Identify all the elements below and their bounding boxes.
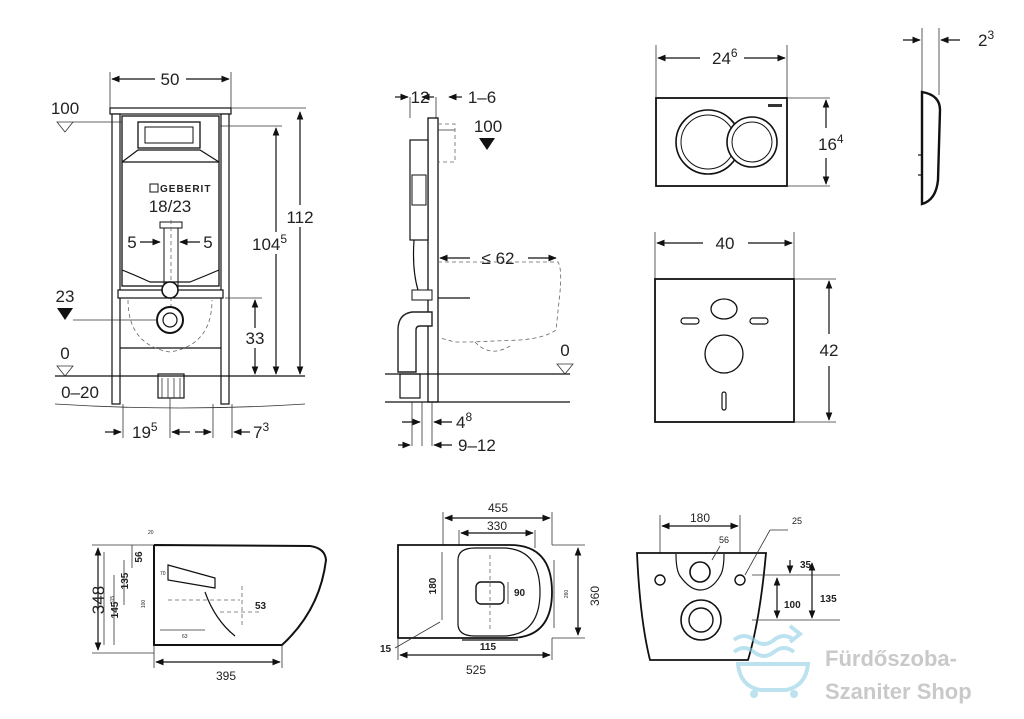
height-100-label: 100 (51, 99, 79, 118)
side-depth-a-label: 12 (411, 88, 430, 107)
toilet-side-profile: 53 348 315 145 135 56 20 70 100 63 395 (89, 530, 328, 683)
top-drain-90-label: 90 (514, 588, 526, 599)
plate-height-label: 164 (818, 132, 844, 154)
toilet-drain-53-label: 53 (255, 601, 267, 612)
total-height-label: 112 (286, 208, 313, 227)
offset-right-label: 5 (203, 233, 212, 252)
flush-plate-side-view: 23 (903, 28, 994, 206)
foot-spacing-label: 195 (132, 420, 158, 442)
top-length-label: 525 (466, 663, 486, 677)
inner-height-label: 1045 (252, 232, 287, 254)
toilet-inner-315-label: 315 (110, 596, 116, 605)
frame-width-label: 50 (161, 70, 180, 89)
toilet-height-label: 348 (89, 586, 108, 614)
bowl-projection-label: ≤ 62 (482, 249, 515, 268)
toilet-top-view: 455 330 180 90 260 360 115 15 525 (380, 501, 602, 677)
back-offset-100-label: 100 (784, 600, 801, 611)
back-radius-25-label: 25 (792, 516, 802, 526)
side-offset-label: 48 (456, 410, 472, 432)
toilet-20-label: 20 (148, 530, 154, 536)
pad-height-label: 42 (820, 341, 839, 360)
drain-level-label: 23 (56, 287, 75, 306)
side-wall-range-label: 9–12 (458, 436, 496, 455)
brand-logo: GEBERIT (160, 184, 211, 195)
toilet-100-label: 100 (141, 600, 147, 609)
plate-width-label: 246 (712, 46, 738, 68)
pad-width-label: 40 (716, 234, 735, 253)
frame-side-view: 12 1–6 100 ≤ 62 0 48 (385, 88, 574, 455)
watermark: Fürdőszoba- Szaniter Shop (732, 624, 972, 704)
side-depth-b-label: 1–6 (468, 88, 496, 107)
flush-plate-front-view: 246 164 (655, 45, 844, 187)
watermark-line1: Fürdőszoba- (825, 646, 957, 671)
plate-thickness-label: 23 (978, 28, 994, 50)
back-offset-35-label: 35 (800, 560, 812, 571)
foot-right-label: 73 (253, 420, 269, 442)
floor-zero-label: 0 (60, 344, 69, 363)
offset-left-label: 5 (127, 233, 136, 252)
watermark-line2: Szaniter Shop (825, 679, 972, 704)
toilet-56-label: 56 (134, 551, 145, 563)
back-spacing-label: 180 (690, 511, 710, 525)
toilet-back-view: 180 56 25 35 100 135 (636, 511, 840, 661)
toilet-145-label: 145 (110, 601, 121, 618)
toilet-135-label: 135 (120, 572, 131, 589)
toilet-length-label: 395 (216, 669, 236, 683)
sound-insulation-pad: 40 42 (654, 232, 839, 423)
side-floor-zero-label: 0 (560, 341, 569, 360)
top-side-260-label: 260 (564, 590, 570, 599)
flush-port-label: 18/23 (149, 197, 192, 216)
top-corner-15-label: 15 (380, 644, 392, 655)
top-outer-width-label: 455 (488, 501, 508, 515)
pan-height-label: 33 (246, 329, 265, 348)
toilet-63-label: 63 (182, 634, 188, 640)
top-side-360-label: 360 (588, 586, 602, 606)
toilet-70-label: 70 (160, 571, 166, 577)
adjust-range-label: 0–20 (61, 383, 99, 402)
back-hole-56-label: 56 (719, 535, 729, 545)
top-inner-width-label: 330 (487, 519, 507, 533)
top-bottom-115-label: 115 (480, 642, 497, 653)
bathtub-icon (732, 624, 811, 698)
top-seat-180-label: 180 (428, 577, 439, 594)
back-offset-135-label: 135 (820, 594, 837, 605)
side-height-100-label: 100 (474, 117, 502, 136)
frame-front-view: 50 GEBERIT 18/23 5 5 (51, 70, 316, 442)
